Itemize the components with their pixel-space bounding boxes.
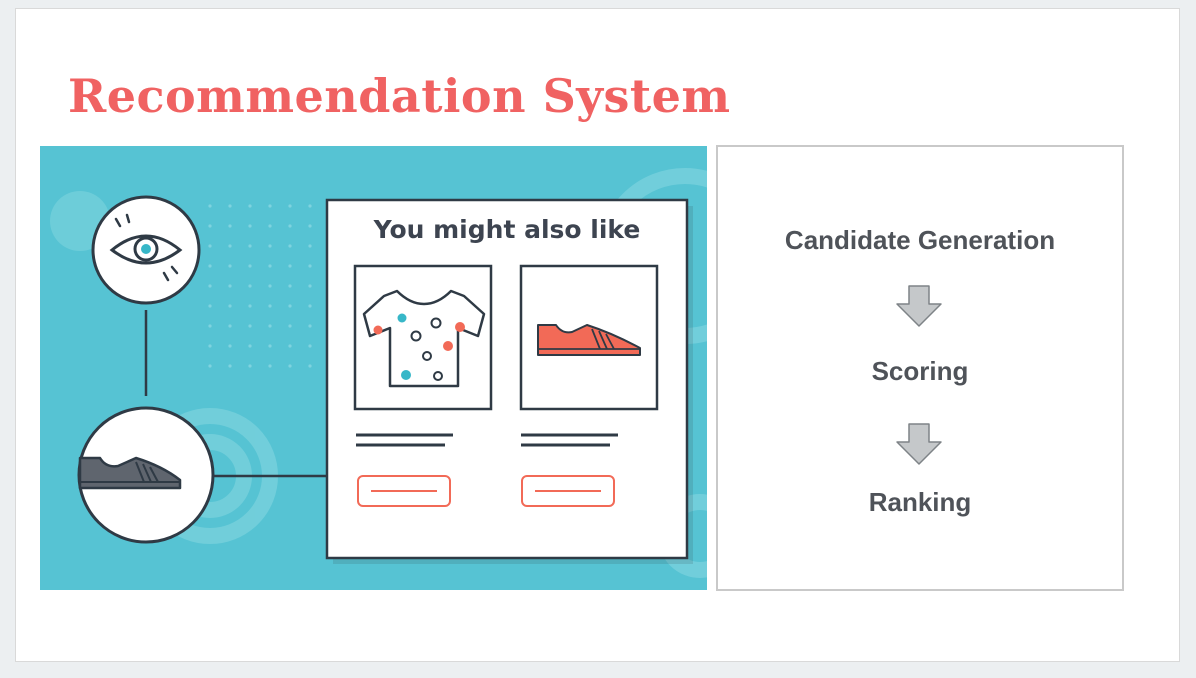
shirt-icon xyxy=(362,289,486,388)
step-ranking: Ranking xyxy=(868,487,972,517)
dot-grid xyxy=(208,204,312,368)
product-button-shirt xyxy=(357,475,451,507)
product-text-lines xyxy=(356,433,618,447)
pipeline-box: Candidate Generation Scoring Ranking xyxy=(716,145,1124,591)
viewed-shoe-icon xyxy=(77,406,215,544)
slide-title: Recommendation System xyxy=(68,69,731,123)
shoe-icon xyxy=(537,324,641,356)
panel-title: You might also like xyxy=(373,215,641,244)
recommendation-panel: You might also like xyxy=(325,198,693,564)
eye-icon xyxy=(91,195,201,305)
down-arrow-icon xyxy=(896,285,942,327)
recommendation-illustration: You might also like xyxy=(40,146,707,590)
step-scoring: Scoring xyxy=(871,356,969,386)
step-candidate-generation: Candidate Generation xyxy=(784,225,1056,255)
illustration-canvas: You might also like xyxy=(50,168,707,578)
down-arrow-icon xyxy=(896,423,942,465)
product-button-shoe xyxy=(521,475,615,507)
